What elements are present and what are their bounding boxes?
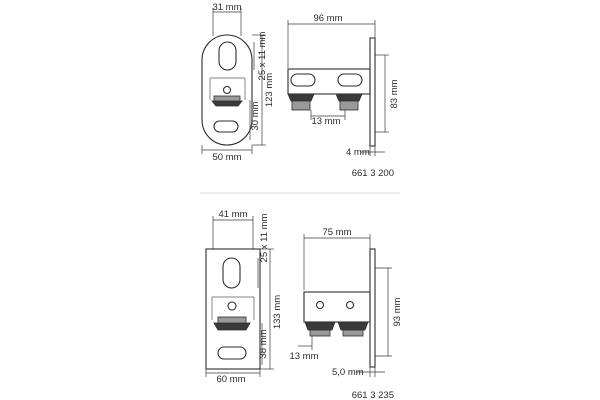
- bracket-bottom-side-view: [303, 248, 376, 368]
- dim-bottom-bolt-offset: 13 mm: [289, 351, 318, 362]
- bracket-top-front-dims: 31 mm 25 x 11 mm 123 mm 30 mm 50 mm: [201, 2, 275, 163]
- dim-bottom-lower: 38 mm: [258, 329, 269, 358]
- bracket-bottom: 41 mm 25 x 11 mm 133 mm 38 mm 60 mm: [205, 209, 403, 400]
- bracket-bottom-front-dims: 41 mm 25 x 11 mm 133 mm 38 mm 60 mm: [205, 209, 283, 385]
- dim-top-width-bottom: 50 mm: [212, 152, 241, 163]
- dim-bottom-width-bottom: 60 mm: [216, 374, 245, 385]
- dim-bottom-length: 75 mm: [322, 227, 351, 238]
- article-number-bottom: 661 3 235: [352, 390, 394, 400]
- dim-top-height: 123 mm: [264, 73, 275, 107]
- bracket-top-side-dims: 96 mm 83 mm 13 mm 4 mm: [287, 13, 400, 158]
- dim-bottom-width-top: 41 mm: [218, 209, 247, 220]
- bracket-top-front-view: [201, 34, 253, 146]
- dim-top-slot: 25 x 11 mm: [257, 31, 268, 80]
- dim-top-side-height: 83 mm: [389, 79, 400, 108]
- dim-bottom-thickness: 5,0 mm: [332, 367, 364, 378]
- dim-bottom-slot: 25 x 11 mm: [259, 213, 270, 262]
- bracket-top: 31 mm 25 x 11 mm 123 mm 30 mm 50 mm: [201, 2, 400, 179]
- dim-top-width-top: 31 mm: [212, 2, 241, 13]
- dim-top-bolt-offset: 13 mm: [311, 116, 340, 127]
- bracket-bottom-front-view: [205, 248, 261, 370]
- dim-top-lower: 30 mm: [250, 101, 261, 130]
- bracket-top-side-view: [287, 37, 376, 147]
- dim-top-thickness: 4 mm: [346, 147, 370, 158]
- dim-bottom-height: 133 mm: [272, 295, 283, 329]
- bracket-bottom-side-dims: 75 mm 93 mm 13 mm 5,0 mm: [289, 227, 403, 378]
- dim-bottom-side-height: 93 mm: [392, 297, 403, 326]
- article-number-top: 661 3 200: [352, 168, 394, 179]
- dim-top-length: 96 mm: [313, 13, 342, 24]
